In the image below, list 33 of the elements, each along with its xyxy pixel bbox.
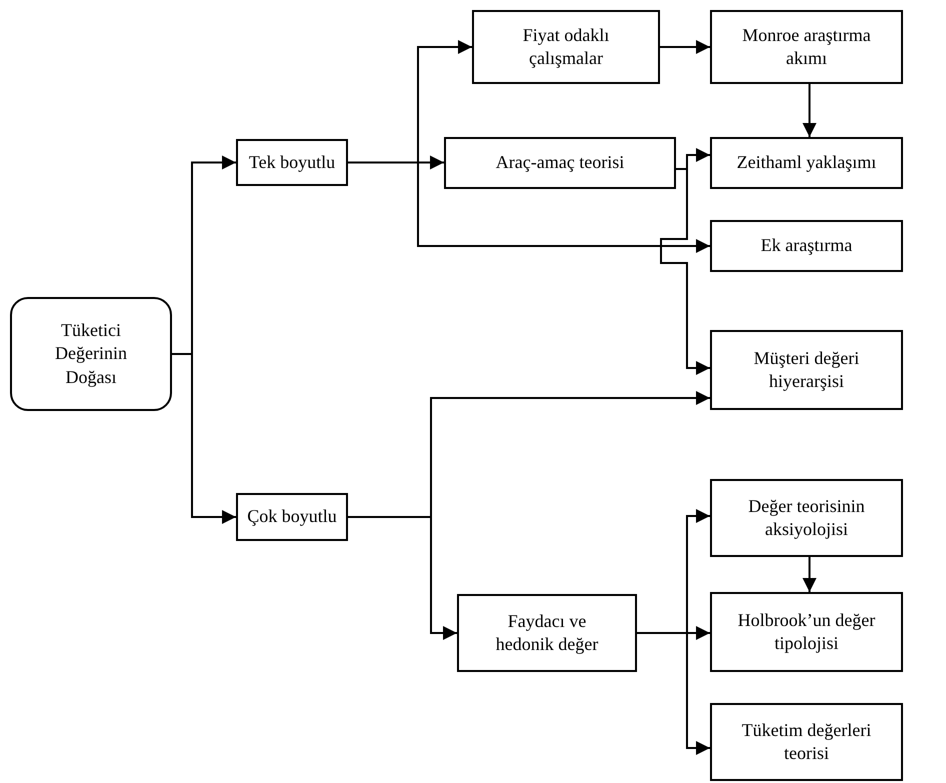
- box-label: Monroe araştırma akımı: [742, 24, 871, 70]
- process-box: [10, 297, 172, 411]
- arrow: [802, 84, 816, 137]
- process-box: [236, 493, 348, 541]
- box-label: Çok boyutlu: [247, 505, 337, 528]
- box-label: Değer teorisinin aksiyolojisi: [747, 494, 866, 541]
- process-box: [710, 703, 903, 781]
- arrow: [172, 353, 236, 524]
- box-label: Araç-amaç teorisi: [496, 151, 624, 174]
- process-box: [710, 592, 903, 672]
- process-box: [710, 330, 903, 410]
- process-box: [472, 10, 660, 84]
- process-box: [444, 137, 676, 189]
- box-label: Ek araştırma: [760, 234, 852, 258]
- arrow: [348, 516, 457, 640]
- process-box: [457, 594, 637, 672]
- arrow: [660, 40, 710, 54]
- box-label: Holbrook’un değer tipolojisi: [736, 608, 876, 655]
- box-label: Tek boyutlu: [248, 150, 336, 174]
- process-box: [236, 139, 348, 186]
- process-box: [710, 137, 903, 189]
- process-box: [710, 479, 903, 557]
- box-label: Fiyat odaklı çalışmalar: [522, 24, 610, 70]
- box-label: Müşteri değeri hiyerarşisi: [752, 346, 860, 393]
- box-label: Faydacı ve hedonik değer: [494, 610, 600, 656]
- process-box: [710, 220, 903, 272]
- arrow: [802, 557, 816, 592]
- arrow: [660, 168, 710, 375]
- box-label: Tüketici Değerinin Doğası: [54, 318, 128, 389]
- process-box: [710, 10, 903, 84]
- box-label: Tüketim değerleri teorisi: [740, 718, 872, 765]
- box-label: Zeithaml yaklaşımı: [736, 151, 876, 174]
- arrow: [637, 632, 710, 755]
